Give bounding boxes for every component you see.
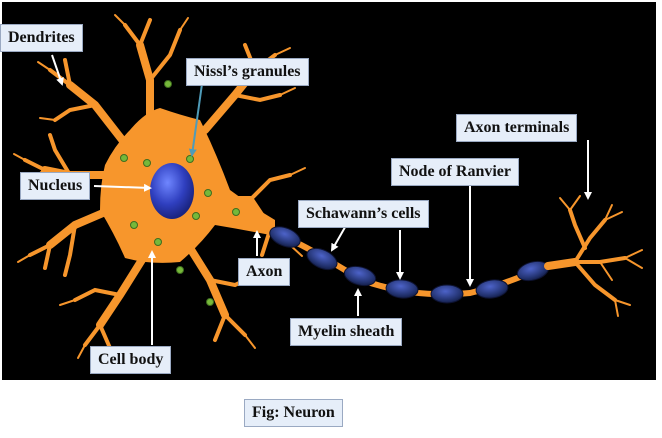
- cell-body-label: Cell body: [90, 346, 172, 374]
- nissl-pointer: [188, 83, 203, 157]
- schwann-cells-label: Schawann’s cells: [298, 200, 429, 228]
- axon-label: Axon: [238, 258, 291, 286]
- nucleus-shape: [150, 163, 194, 219]
- axon-terminals-label: Axon terminals: [456, 114, 578, 142]
- myelin-sheath-label: Myelin sheath: [290, 318, 403, 346]
- nucleus-label: Nucleus: [20, 172, 91, 200]
- node-of-ranvier-label: Node of Ranvier: [391, 158, 519, 186]
- myelin-sheath: [269, 226, 550, 304]
- nissls-granules: [120, 80, 240, 306]
- dendrites-label: Dendrites: [0, 24, 83, 52]
- axon-terminals: [544, 195, 643, 317]
- label-pointers: [51, 54, 592, 345]
- figure-caption: Fig: Neuron: [244, 399, 343, 427]
- nissls-granules-label: Nissl’s granules: [186, 58, 309, 86]
